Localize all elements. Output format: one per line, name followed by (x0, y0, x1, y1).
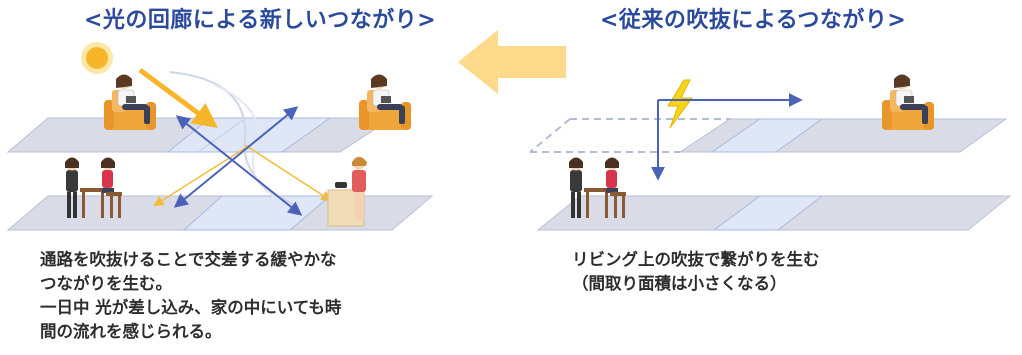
transfer-arrow-icon (458, 30, 566, 94)
left-lower-floor (6, 195, 434, 231)
person-sofa-icon (358, 74, 412, 131)
person-sofa-icon (103, 74, 157, 131)
light-arrow-right (244, 144, 332, 202)
description-line: 通路を吹抜けることで交差する緩やかな (40, 250, 337, 269)
description-line: リビング上の吹抜で繋がりを生む (572, 250, 820, 269)
person-sofa-icon (881, 74, 935, 131)
right-panel-description: リビング上の吹抜で繋がりを生む （間取り面積は小さくなる） (572, 248, 820, 296)
right-panel-title: <従来の吹抜によるつながり> (600, 8, 907, 33)
description-line: （間取り面積は小さくなる） (572, 274, 787, 293)
description-line: 間の流れを感じられる。 (40, 322, 222, 341)
connection-arrow-b (173, 106, 299, 208)
left-panel-description: 通路を吹抜けることで交差する緩やかな つながりを生む。 一日中 光が差し込み、家… (40, 248, 341, 344)
sun-icon (81, 42, 113, 74)
right-lower-floor (536, 195, 1012, 231)
description-line: つながりを生む。 (40, 274, 172, 293)
person-kitchen-icon (327, 156, 367, 227)
left-panel-title: <光の回廊による新しいつながり> (84, 8, 437, 33)
lightning-icon (667, 79, 693, 129)
description-line: 一日中 光が差し込み、家の中にいても時 (40, 298, 342, 317)
right-upper-floor (529, 118, 1008, 153)
